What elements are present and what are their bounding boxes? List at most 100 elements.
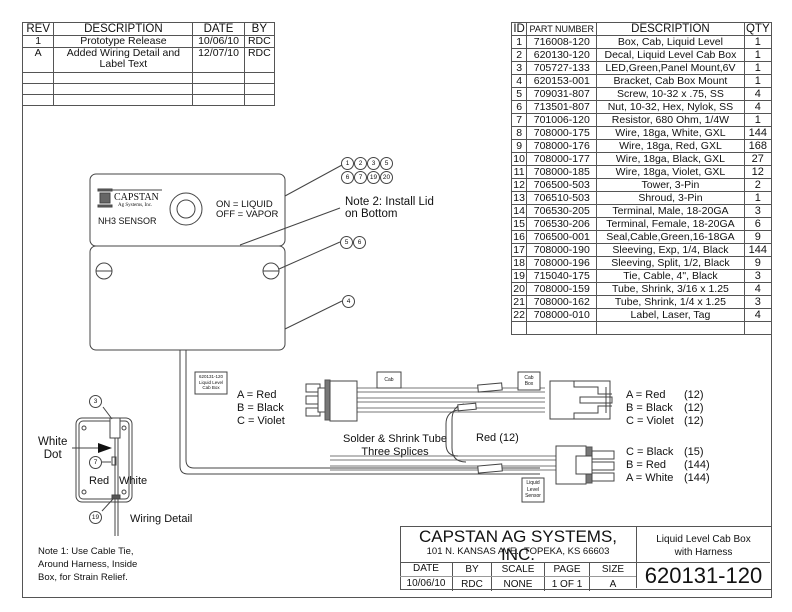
bom-description-cell: Tower, 3-Pin [596,178,745,192]
bom-row-empty [510,321,773,335]
bom-part-number-cell: 701006-120 [526,113,598,127]
note-1-line-1: Note 1: Use Cable Tie, [38,546,134,557]
note-1-line-3: Box, for Strain Relief. [38,572,128,583]
resistor [111,456,117,466]
item-balloon: 19 [367,171,380,184]
title-line: Liquid Level Cab Box [656,534,751,545]
right-top-pin-legend: A = Red(12)B = Black(12)C = Violet(12) [626,389,704,428]
bom-qty-cell: 4 [743,282,773,296]
revision-row: A Added Wiring Detail and Label Text 12/… [21,47,276,73]
item-balloon: 20 [380,171,393,184]
pin-label: A = Red [237,389,277,401]
pin-row: B = Red (144) [626,459,710,472]
wire-length: (15) [684,446,704,458]
led-lens [176,199,196,219]
tag-line: Cab Box [202,385,220,390]
by-value: RDC [452,576,492,591]
bom-id-cell: 13 [510,191,528,205]
bom-description-cell: Wire, 18ga, Black, GXL [596,152,745,166]
tag-line: Sensor [525,493,541,499]
left-pin-legend: A = Red B = Black C = Violet [237,389,285,428]
splice-note: Solder & Shrink Tube Three Splices [335,433,455,459]
cab-tag [376,371,402,389]
item-balloon: 7 [354,171,367,184]
bom-part-number-cell: 708000-177 [526,152,598,166]
sensor-tag-text: Liquid Level Sensor [522,480,544,500]
item-balloon: 4 [342,295,355,308]
cab-tag-text: Cab [384,377,394,383]
led-bezel [169,192,203,226]
bom-qty-cell: 27 [743,152,773,166]
cab-box-tag-text: Cab Box [518,375,540,387]
capstan-logo [97,188,162,208]
sensor-tag [521,477,545,503]
drawing-number: 620131-120 [644,563,763,588]
white-wire-label: White [119,475,148,487]
wiring-detail-title: Wiring Detail [130,513,193,525]
bom-description-cell: Box, Cab, Liquid Level [596,35,745,49]
bom-part-number-cell: 706500-001 [526,230,598,244]
wire-length: (144) [684,459,710,471]
bom-id-cell: 16 [510,230,528,244]
pin-row: C = Black(15) [626,446,710,459]
title-info-table: DATE BY SCALE PAGE SIZE 10/06/10 RDC NON… [400,562,636,591]
pin-label: A = White [626,472,674,484]
bom-description-cell: Terminal, Male, 18-20GA [596,204,745,218]
pin-label: B = Red [626,459,667,471]
tag-line: Liquid Level [198,379,224,385]
sensor-label: NH3 SENSOR [98,216,157,226]
date-label: DATE [400,562,453,577]
item-balloon: 5 [340,236,353,249]
cable-tie [111,494,121,500]
tag-line: Liquid [526,480,540,486]
bom-qty-cell: 144 [743,243,773,257]
red-jumper-label: Red (12) [476,432,519,444]
tag-line: 620131-120 [198,374,224,379]
screw-left [95,262,113,280]
bom-qty-cell: 3 [743,204,773,218]
rev-date-cell: 12/07/10 [192,47,245,73]
page-label: PAGE [544,562,590,577]
bom-description-cell: Terminal, Female, 18-20GA [596,217,745,231]
size-label: SIZE [589,562,636,577]
off-vapor-label: OFF = VAPOR [216,209,279,220]
splice-line: Three Splices [361,446,429,458]
pin-label: B = Black [626,402,673,414]
size-value: A [609,578,617,590]
item-balloon: 19 [89,511,102,524]
revision-row-empty [21,83,276,95]
white-dot-label: White Dot [38,436,67,462]
page-value: 1 OF 1 [544,576,590,591]
pin-label: C = Violet [237,415,285,427]
harness-cable [179,350,330,475]
bom-part-number-cell: 706500-503 [526,178,598,192]
led-body [109,417,121,439]
tag-line: Level [527,486,539,493]
revision-row: 1 Prototype Release 10/06/10 RDC [21,35,276,48]
pin-row: A = White (144) [626,472,710,485]
wire-length: (12) [684,415,704,427]
cab-box-tag [517,371,541,391]
scale-label: SCALE [491,562,545,577]
splice-line: Solder & Shrink Tube [343,433,447,445]
red-jumper-wire [445,409,459,457]
right-bottom-pin-legend: C = Black(15)B = Red (144) A = White (144) [626,446,710,485]
wire-length: (144) [684,472,710,484]
on-liquid-label: ON = LIQUID [216,199,273,210]
wiring-detail-box [75,417,133,503]
bom-part-number-cell: 713501-807 [526,100,598,114]
drawing-frame [22,22,772,598]
note-1: Note 1: Use Cable Tie, Around Harness, I… [38,545,137,584]
item-balloon: 3 [367,157,380,170]
pin-row: B = Black(12) [626,402,704,415]
item-balloon: 1 [341,157,354,170]
bom-description-cell: Sleeving, Exp, 1/4, Black [596,243,745,257]
